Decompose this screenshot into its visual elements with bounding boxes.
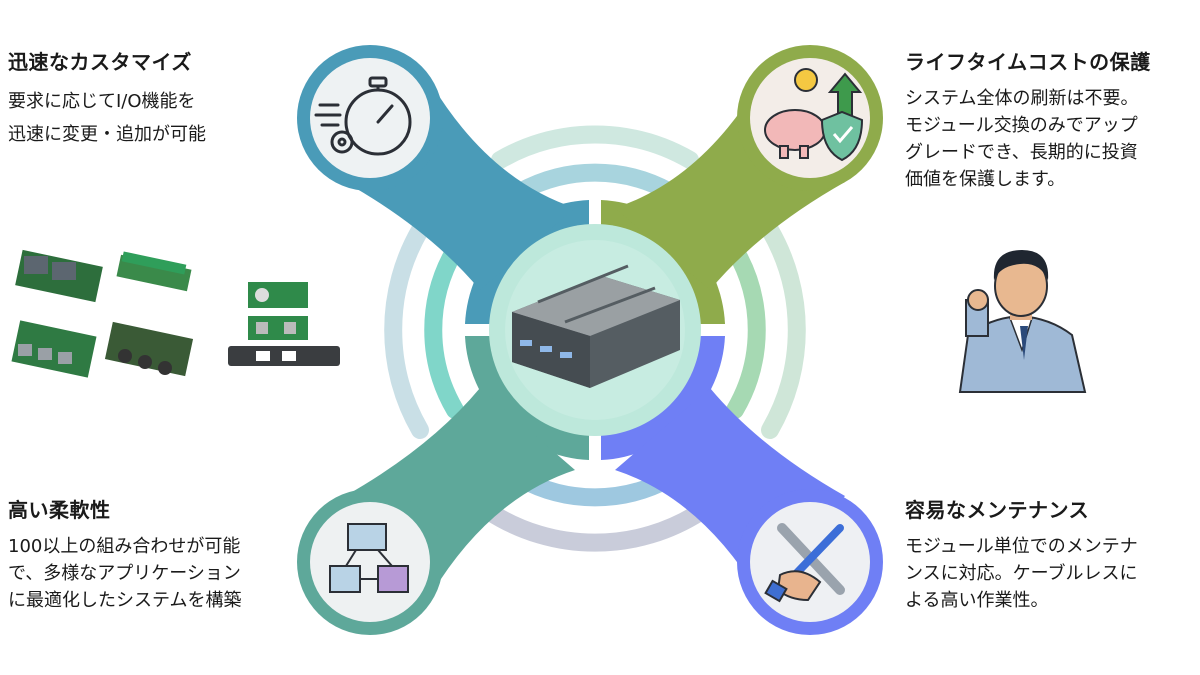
description-line: 要求に応じてI/O機能を <box>8 91 196 112</box>
arc-right-inner <box>726 241 766 419</box>
feature-description: モジュール単位でのメンテナンスに対応。ケーブルレスによる高い作業性。 <box>905 533 1138 614</box>
satellite-inner-bottom-left <box>310 502 430 622</box>
stopwatch-gear-icon <box>314 76 412 156</box>
feature-description: 要求に応じてI/O機能を迅速に変更・追加が可能 <box>8 85 206 151</box>
feature-title: 容易なメンテナンス <box>905 498 1090 522</box>
wrench-screwdriver-hand-icon <box>764 523 845 603</box>
io-module-board <box>15 249 103 303</box>
arc-top-inner <box>511 163 679 201</box>
feature-high-flexibility: 高い柔軟性 100以上の組み合わせが可能で、多様なアプリケーションに最適化したシ… <box>8 494 241 614</box>
piggy-bank-shield-icon <box>764 68 864 162</box>
arc-left-outer <box>384 221 429 439</box>
box-pc-icon <box>512 264 680 388</box>
arc-left-inner <box>424 241 464 419</box>
description-line: 迅速に変更・追加が可能 <box>8 124 206 145</box>
description-line: で、多様なアプリケーション <box>8 563 241 584</box>
arc-top-outer <box>491 125 699 169</box>
description-line: 価値を保護します。 <box>905 169 1066 190</box>
satellite-inner-top-left <box>310 58 430 178</box>
description-line: モジュール交換のみでアップ <box>905 115 1138 136</box>
feature-description: 100以上の組み合わせが可能で、多様なアプリケーションに最適化したシステムを構築 <box>8 533 241 614</box>
description-line: 100以上の組み合わせが可能 <box>8 536 241 557</box>
feature-title: ライフタイムコストの保護 <box>905 50 1151 74</box>
io-module-board <box>11 320 97 378</box>
description-line: ンスに対応。ケーブルレスに <box>905 563 1138 584</box>
description-line: に最適化したシステムを構築 <box>8 590 242 611</box>
feature-easy-maintenance: 容易なメンテナンス モジュール単位でのメンテナンスに対応。ケーブルレスによる高い… <box>905 494 1138 614</box>
engineer-illustration <box>958 250 1087 393</box>
feature-lifetime-cost: ライフタイムコストの保護 システム全体の刷新は不要。モジュール交換のみでアップグ… <box>905 46 1151 193</box>
io-module-board <box>228 282 340 366</box>
description-line: よる高い作業性。 <box>905 590 1049 611</box>
signal-arcs <box>384 125 806 552</box>
description-line: モジュール単位でのメンテナ <box>905 536 1138 557</box>
description-line: グレードでき、長期的に投資 <box>905 142 1138 163</box>
arc-right-outer <box>761 221 806 439</box>
module-blocks-icon <box>329 523 409 593</box>
arc-bottom-inner <box>511 469 679 507</box>
description-line: システム全体の刷新は不要。 <box>905 88 1139 109</box>
feature-title: 高い柔軟性 <box>8 498 111 522</box>
feature-title: 迅速なカスタマイズ <box>8 50 192 74</box>
feature-description: システム全体の刷新は不要。モジュール交換のみでアップグレードでき、長期的に投資価… <box>905 85 1151 193</box>
io-module-board <box>116 251 192 292</box>
arc-bottom-outer <box>481 503 709 552</box>
io-module-board <box>104 321 194 377</box>
feature-rapid-customization: 迅速なカスタマイズ 要求に応じてI/O機能を迅速に変更・追加が可能 <box>8 46 206 151</box>
io-module-images <box>11 249 340 378</box>
